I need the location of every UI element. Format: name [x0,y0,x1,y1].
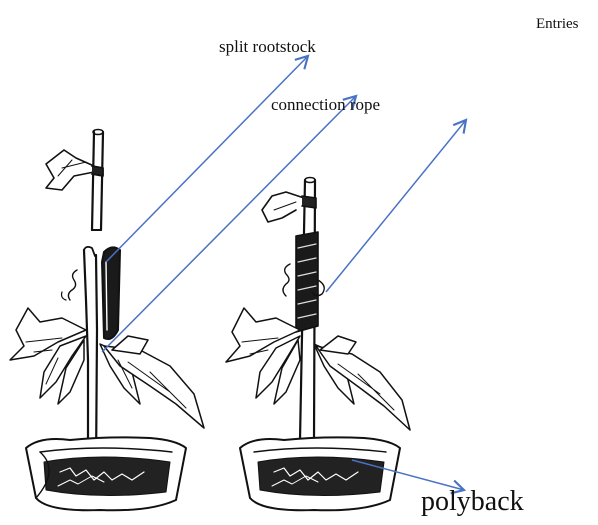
left-polybag [26,437,186,510]
right-plant [226,178,410,511]
grafted-stem [262,178,324,441]
scion-stick [46,130,103,231]
right-polybag [240,437,400,510]
split-rootstock-label: split rootstock [219,37,316,57]
polyback-label: polyback [421,486,524,518]
arrow-split-rootstock [106,56,308,262]
left-plant [10,130,204,511]
entries-label: Entries [536,16,579,33]
arrow-connection-rope [326,120,466,292]
pointer-arrows [102,56,466,490]
connection-rope-label: connection rope [271,95,380,115]
